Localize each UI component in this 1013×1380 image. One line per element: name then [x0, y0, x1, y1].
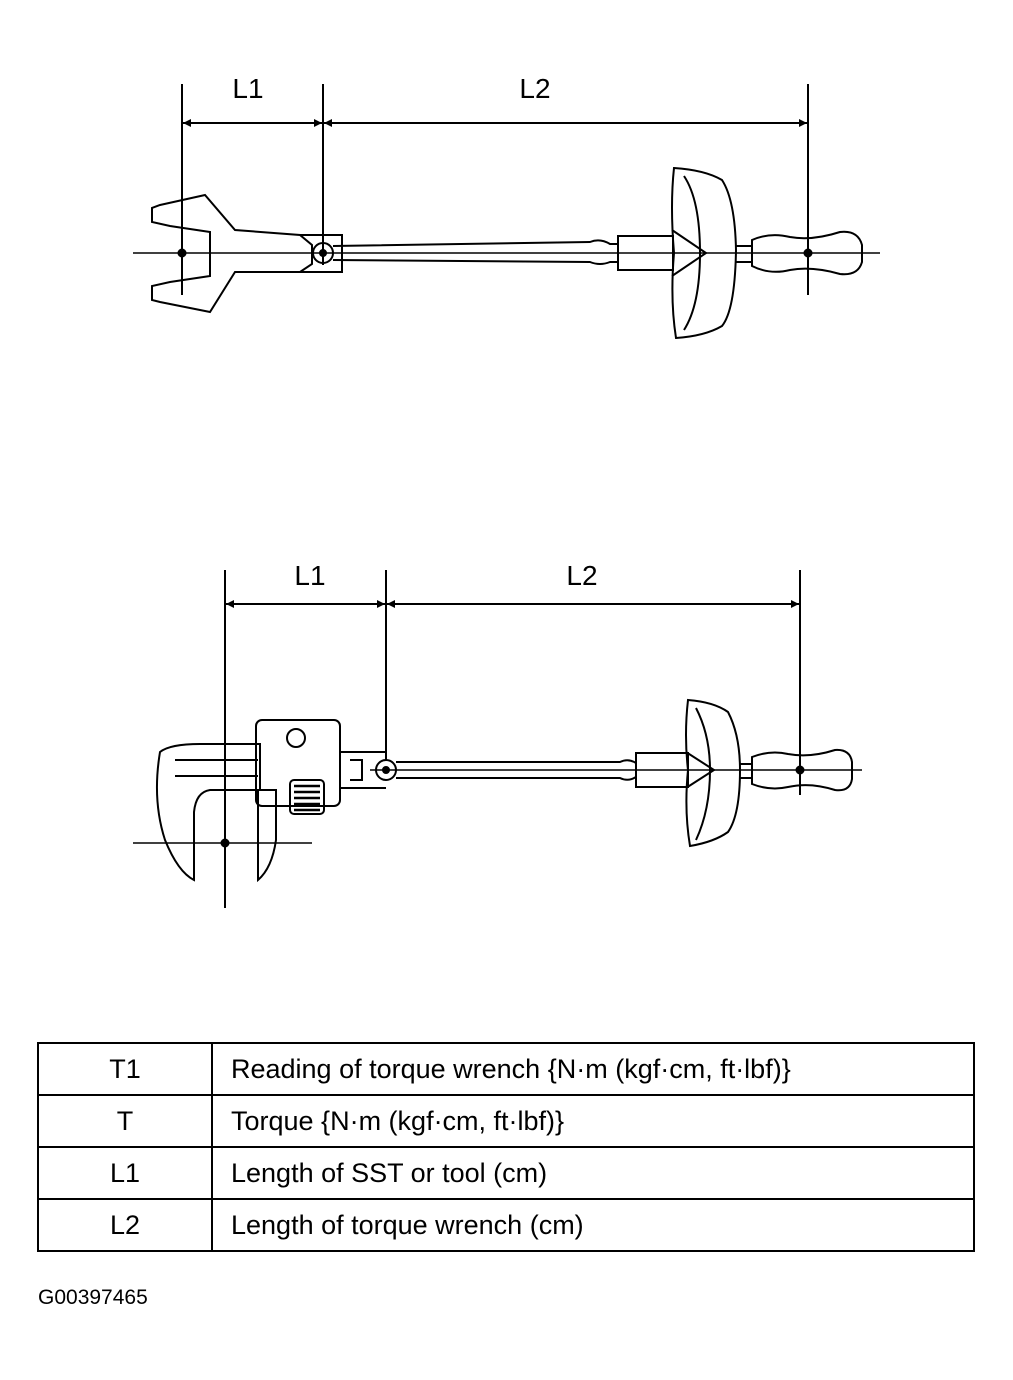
- bottom-l1-label: L1: [294, 560, 325, 591]
- top-torque-wrench-beam: [332, 239, 618, 265]
- legend-symbol: L2: [37, 1198, 213, 1252]
- bottom-adjusting-nut: [289, 779, 325, 815]
- legend-description: Reading of torque wrench {N·m (kgf·cm, f…: [211, 1042, 975, 1096]
- figure-code: G00397465: [38, 1286, 148, 1309]
- legend-symbol: T: [37, 1094, 213, 1148]
- torque-wrench-diagram: L1 L2: [133, 73, 880, 908]
- legend-symbol: T1: [37, 1042, 213, 1096]
- legend-description: Length of SST or tool (cm): [211, 1146, 975, 1200]
- top-dial-body: [671, 166, 738, 340]
- top-wrench-shaft: [736, 245, 752, 263]
- bottom-wrench-shaft: [740, 763, 752, 779]
- legend-description: Torque {N·m (kgf·cm, ft·lbf)}: [211, 1094, 975, 1148]
- top-handle-grip: [751, 230, 863, 276]
- bottom-handle-grip: [751, 748, 853, 792]
- bottom-torque-wrench-beam: [396, 759, 637, 781]
- table-row: T Torque {N·m (kgf·cm, ft·lbf)}: [37, 1094, 975, 1148]
- bottom-wrench-housing: [255, 719, 341, 807]
- bottom-pivot-joint: [375, 759, 397, 781]
- top-pivot-joint: [312, 242, 334, 264]
- bottom-figure: [133, 570, 862, 908]
- table-row: L1 Length of SST or tool (cm): [37, 1146, 975, 1200]
- top-wrench-arm: [300, 234, 343, 273]
- top-l1-label: L1: [232, 73, 263, 104]
- bottom-dial-body: [685, 698, 742, 848]
- bottom-wrench-arm: [340, 751, 386, 789]
- bottom-l2-label: L2: [566, 560, 597, 591]
- bottom-movable-jaw: [256, 789, 277, 883]
- top-l2-label: L2: [519, 73, 550, 104]
- bottom-adjustable-jaw: [155, 743, 261, 882]
- legend-symbol: L1: [37, 1146, 213, 1200]
- legend-table: T1 Reading of torque wrench {N·m (kgf·cm…: [37, 1042, 975, 1252]
- top-figure: [133, 84, 880, 340]
- legend-description: Length of torque wrench (cm): [211, 1198, 975, 1252]
- bottom-housing-hole: [286, 728, 306, 748]
- table-row: T1 Reading of torque wrench {N·m (kgf·cm…: [37, 1042, 975, 1096]
- table-row: L2 Length of torque wrench (cm): [37, 1198, 975, 1252]
